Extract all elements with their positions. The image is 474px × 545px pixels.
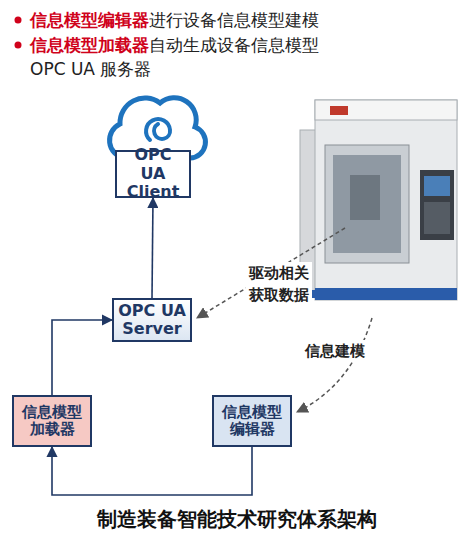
link-label: 驱动相关 获取数据 (246, 262, 312, 306)
node-text-group: OPC UA Client (121, 146, 185, 201)
server-box: OPC UA Server (112, 298, 192, 342)
node-text-group: OPC UA Server (118, 302, 186, 339)
node-label: 信息模型 加载器 (18, 404, 86, 439)
highlight-term: 信息模型加载器 (30, 35, 149, 55)
bullet (15, 42, 22, 49)
bullet (15, 17, 22, 24)
bullet-line: 信息模型加载器自动生成设备信息模型 OPC UA 服务器 (30, 33, 345, 81)
caption: 制造装备智能技术研究体系架构 (0, 506, 474, 533)
loader-box: 信息模型 加载器 (12, 395, 92, 447)
node-label: 信息模型 编辑器 (218, 404, 286, 439)
node-label: OPC UA Server (118, 302, 186, 339)
node-label: OPC UA Client (121, 146, 185, 201)
editor-box: 信息模型 编辑器 (212, 395, 292, 447)
client-box: OPC UA Client (115, 150, 191, 198)
node-text-group: 信息模型 编辑器 (218, 404, 286, 439)
data-link (197, 228, 345, 318)
cnc-machine (300, 100, 457, 300)
modeling-link (297, 318, 372, 412)
link-label: 信息建模 (302, 340, 368, 362)
flow-arrow (152, 198, 153, 298)
highlight-term: 信息模型编辑器 (30, 10, 149, 30)
node-text-group: 信息模型 加载器 (18, 404, 86, 439)
bullet-line: 信息模型编辑器进行设备信息模型建模 (30, 8, 350, 32)
flow-arrow (52, 447, 252, 495)
flow-arrow (52, 320, 112, 395)
bullet-text: 进行设备信息模型建模 (149, 10, 319, 30)
